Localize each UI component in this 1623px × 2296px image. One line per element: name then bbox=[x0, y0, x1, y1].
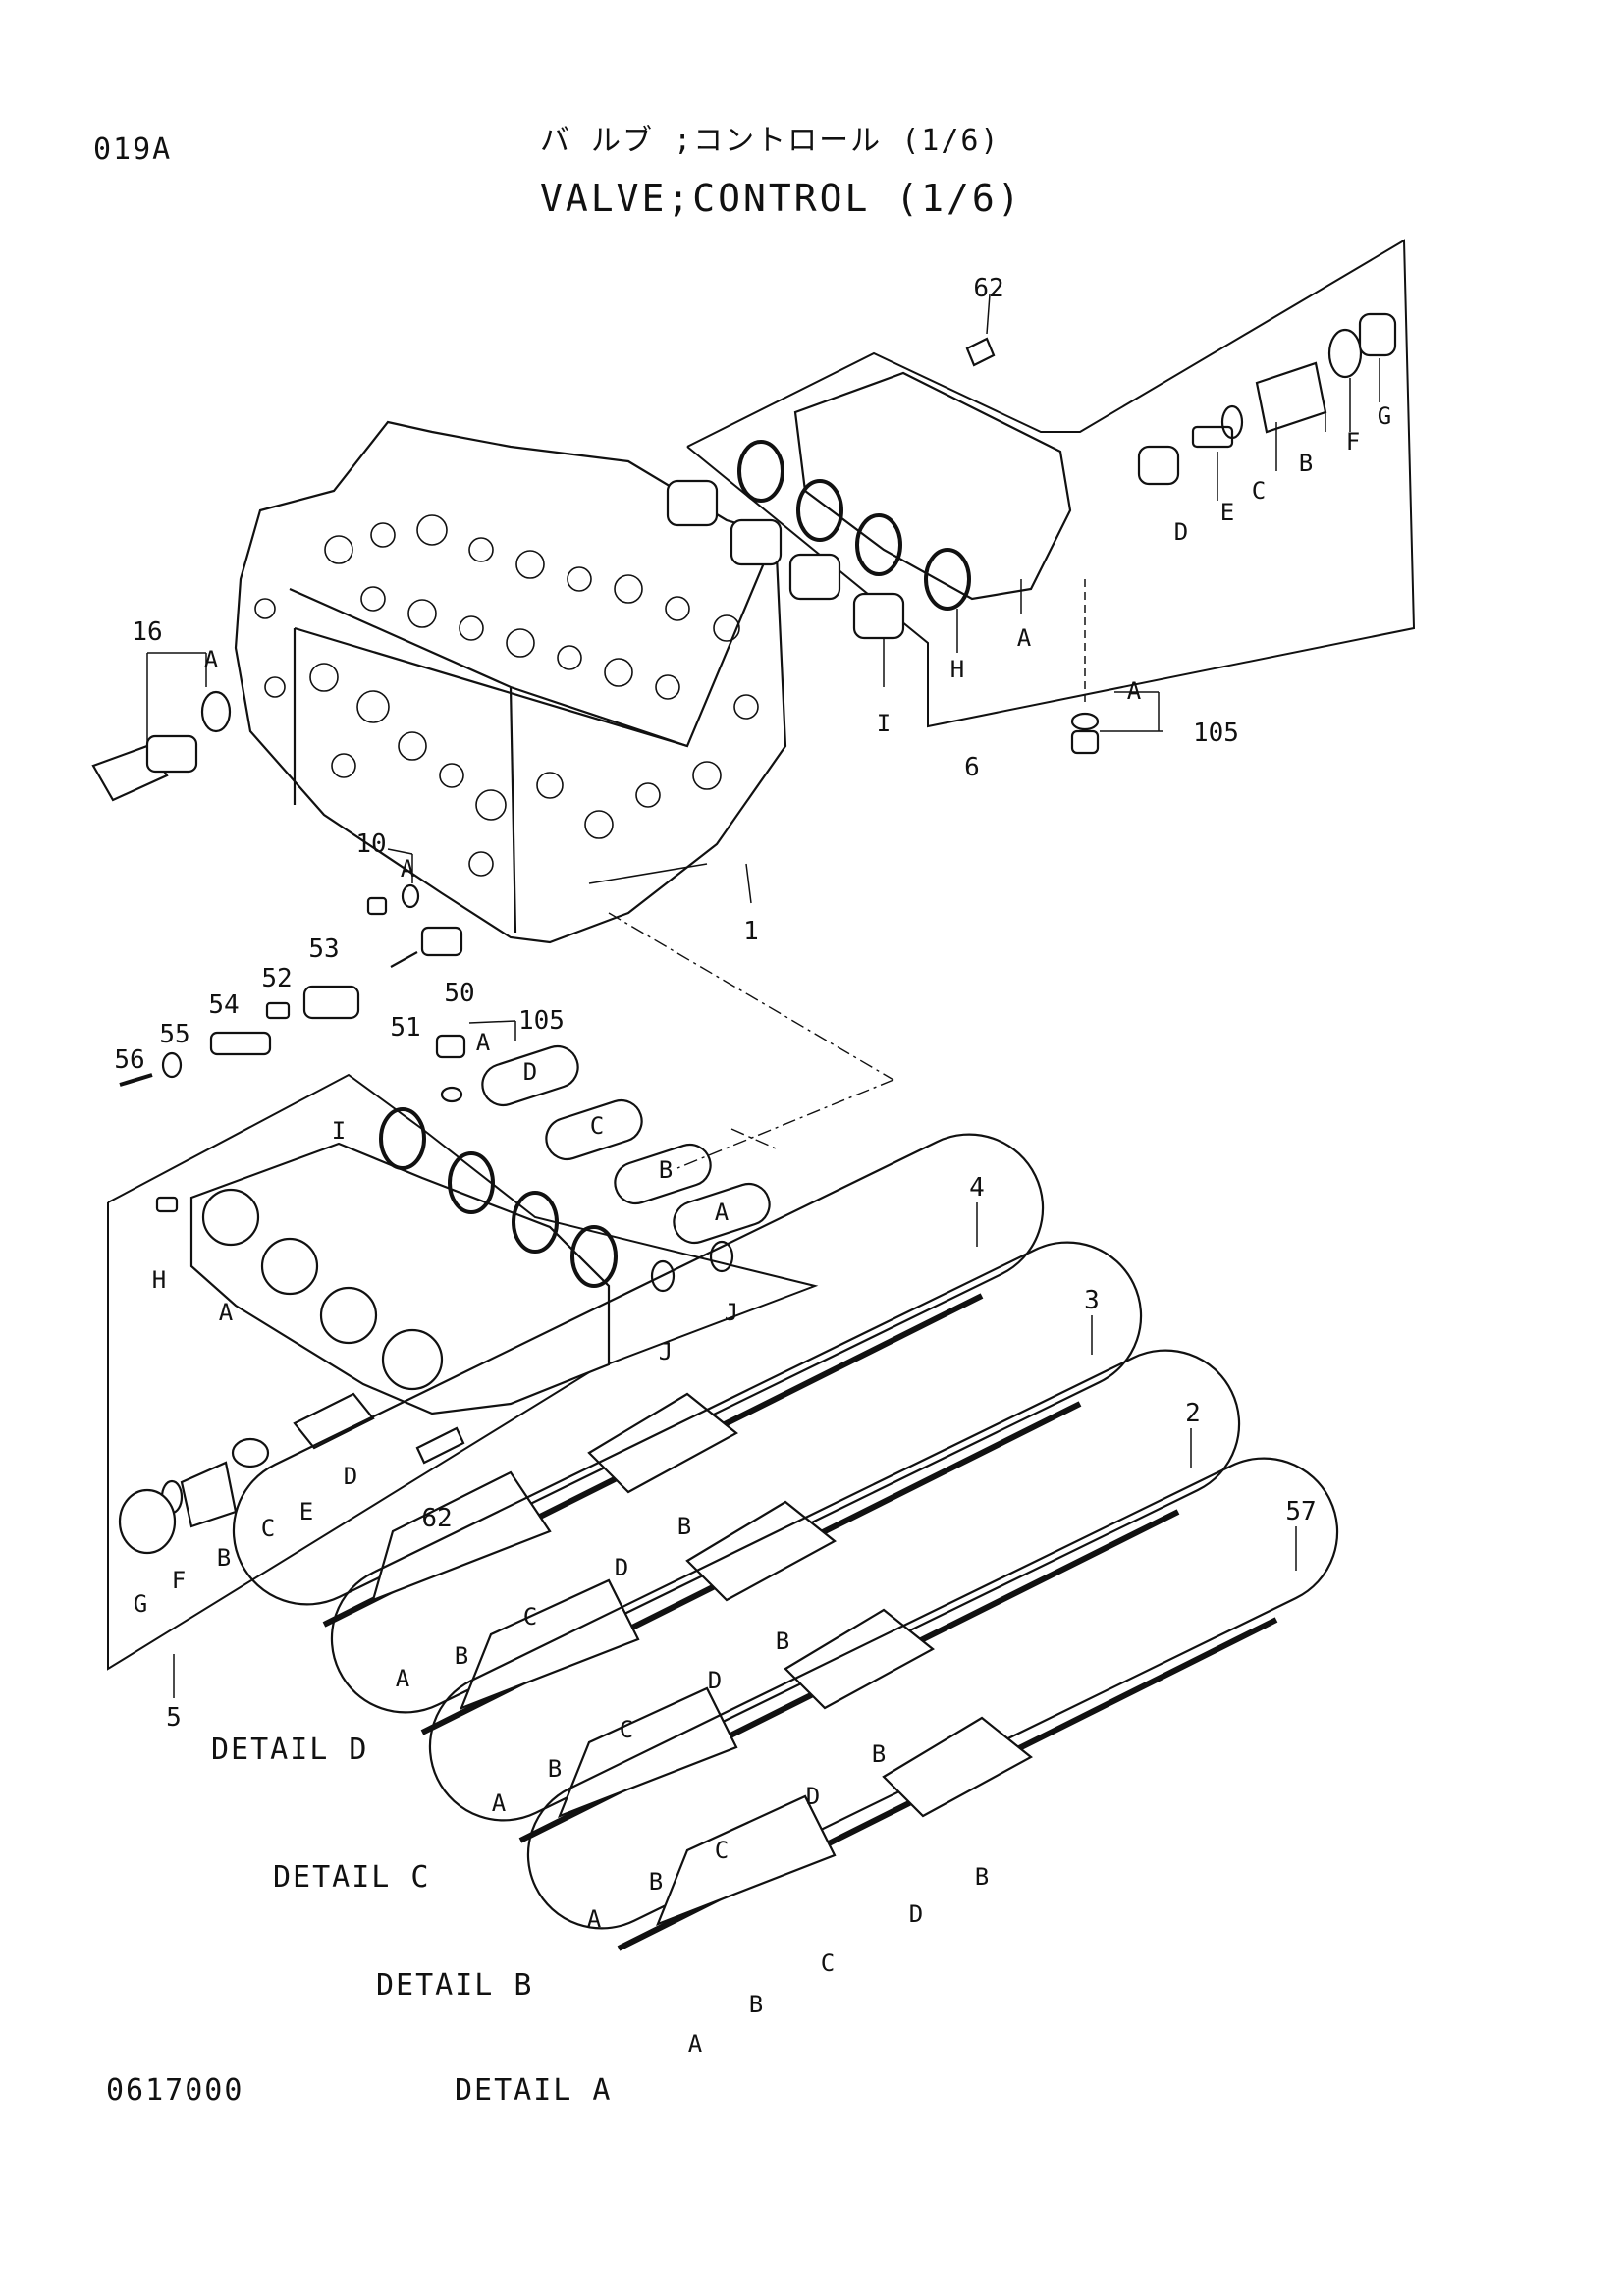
letter-d-lower: D bbox=[344, 1463, 357, 1490]
letter-b1-detail-b: B bbox=[649, 1868, 663, 1896]
fitting-16 bbox=[91, 652, 232, 802]
letter-h-upper: H bbox=[950, 656, 964, 683]
letter-c-upper: C bbox=[1252, 477, 1266, 505]
callout-16: 16 bbox=[132, 617, 162, 647]
callout-56: 56 bbox=[114, 1045, 144, 1075]
letter-i-upper: I bbox=[877, 710, 891, 737]
spool-detail-d bbox=[232, 1133, 1045, 1628]
letter-b1-detail-c: B bbox=[548, 1755, 562, 1783]
letter-d-piston: D bbox=[523, 1058, 537, 1086]
letter-a-piston: A bbox=[715, 1199, 730, 1226]
callout-4: 4 bbox=[969, 1173, 985, 1202]
title-japanese: バ ルブ ;コントロール (1/6) bbox=[540, 124, 1001, 158]
letter-c-detail-b: C bbox=[715, 1837, 729, 1864]
spool-detail-a bbox=[526, 1457, 1339, 1951]
letter-j-right: J bbox=[725, 1299, 738, 1326]
letter-b-piston: B bbox=[659, 1156, 673, 1184]
callout-3: 3 bbox=[1084, 1286, 1100, 1315]
letter-c-detail-a: C bbox=[821, 1949, 835, 1977]
callout-57: 57 bbox=[1285, 1497, 1316, 1526]
letter-c-detail-c: C bbox=[620, 1716, 633, 1743]
letter-a-cover-upper: A bbox=[1017, 624, 1032, 652]
letter-d-detail-a: D bbox=[909, 1900, 923, 1928]
detail-d-caption: DETAIL D bbox=[211, 1733, 369, 1767]
callout-2: 2 bbox=[1185, 1399, 1201, 1428]
page-code: 019A bbox=[93, 133, 173, 167]
page-title: VALVE;CONTROL (1/6) bbox=[540, 177, 1023, 220]
callout-62-lower: 62 bbox=[421, 1504, 452, 1533]
letter-a-cover-lower: A bbox=[219, 1299, 234, 1326]
callout-55: 55 bbox=[159, 1020, 189, 1049]
letter-j-left: J bbox=[659, 1338, 673, 1365]
letter-b1-detail-a: B bbox=[749, 1991, 763, 2018]
detail-b-caption: DETAIL B bbox=[376, 1968, 534, 2002]
detail-c-caption: DETAIL C bbox=[273, 1860, 431, 1895]
callout-10: 10 bbox=[355, 829, 386, 859]
letter-e-lower: E bbox=[299, 1498, 313, 1525]
callout-52: 52 bbox=[261, 964, 292, 993]
letter-b1-detail-d: B bbox=[455, 1642, 468, 1670]
detail-a-caption: DETAIL A bbox=[455, 2073, 613, 2108]
letter-g-upper: G bbox=[1378, 402, 1391, 430]
letter-a-plug-lower: A bbox=[476, 1029, 491, 1056]
letter-a-detail-a: A bbox=[688, 2030, 703, 2057]
figure-code: 0617000 bbox=[106, 2073, 244, 2108]
callout-105-lower: 105 bbox=[518, 1006, 565, 1036]
valve-body bbox=[234, 420, 787, 944]
letter-a-detail-b: A bbox=[587, 1905, 602, 1933]
cover-assembly-upper bbox=[666, 239, 1416, 755]
callout-62-upper: 62 bbox=[973, 274, 1003, 303]
letter-a-detail-c: A bbox=[492, 1789, 507, 1817]
letter-b2-detail-d: B bbox=[677, 1513, 691, 1540]
letter-b2-detail-c: B bbox=[776, 1628, 789, 1655]
letter-b-lower: B bbox=[217, 1544, 231, 1572]
callout-105-upper: 105 bbox=[1193, 719, 1239, 748]
letter-b2-detail-a: B bbox=[975, 1863, 989, 1891]
letter-a-detail-d: A bbox=[396, 1665, 410, 1692]
callout-51: 51 bbox=[390, 1013, 420, 1042]
relief-parts bbox=[119, 848, 463, 1087]
letter-c-lower: C bbox=[261, 1515, 275, 1542]
callout-1: 1 bbox=[743, 917, 759, 946]
letter-a-10: A bbox=[401, 855, 415, 882]
letter-d-detail-d: D bbox=[615, 1554, 628, 1581]
callout-50: 50 bbox=[444, 979, 474, 1008]
callout-5: 5 bbox=[166, 1703, 182, 1733]
letter-e-upper: E bbox=[1220, 499, 1234, 526]
letter-f-upper: F bbox=[1346, 428, 1360, 455]
letter-c-piston: C bbox=[590, 1112, 604, 1140]
callout-6: 6 bbox=[964, 753, 980, 782]
letter-d-upper: D bbox=[1174, 518, 1188, 546]
spool-detail-b bbox=[428, 1349, 1241, 1843]
cover-assembly-lower bbox=[107, 1020, 819, 1671]
letter-a-16: A bbox=[204, 646, 219, 673]
letter-h-lower: H bbox=[152, 1266, 166, 1294]
letter-g-lower: G bbox=[134, 1590, 147, 1618]
letter-c-detail-d: C bbox=[523, 1603, 537, 1630]
letter-b-upper: B bbox=[1299, 450, 1313, 477]
spool-detail-c bbox=[330, 1241, 1143, 1735]
letter-i-lower: I bbox=[332, 1117, 346, 1145]
letter-f-lower: F bbox=[172, 1567, 186, 1594]
callout-54: 54 bbox=[208, 990, 239, 1020]
letter-d-detail-c: D bbox=[708, 1667, 722, 1694]
callout-53: 53 bbox=[308, 934, 339, 964]
letter-b2-detail-b: B bbox=[872, 1740, 886, 1768]
letter-a-plug-upper: A bbox=[1127, 677, 1142, 705]
letter-d-detail-b: D bbox=[806, 1783, 820, 1810]
